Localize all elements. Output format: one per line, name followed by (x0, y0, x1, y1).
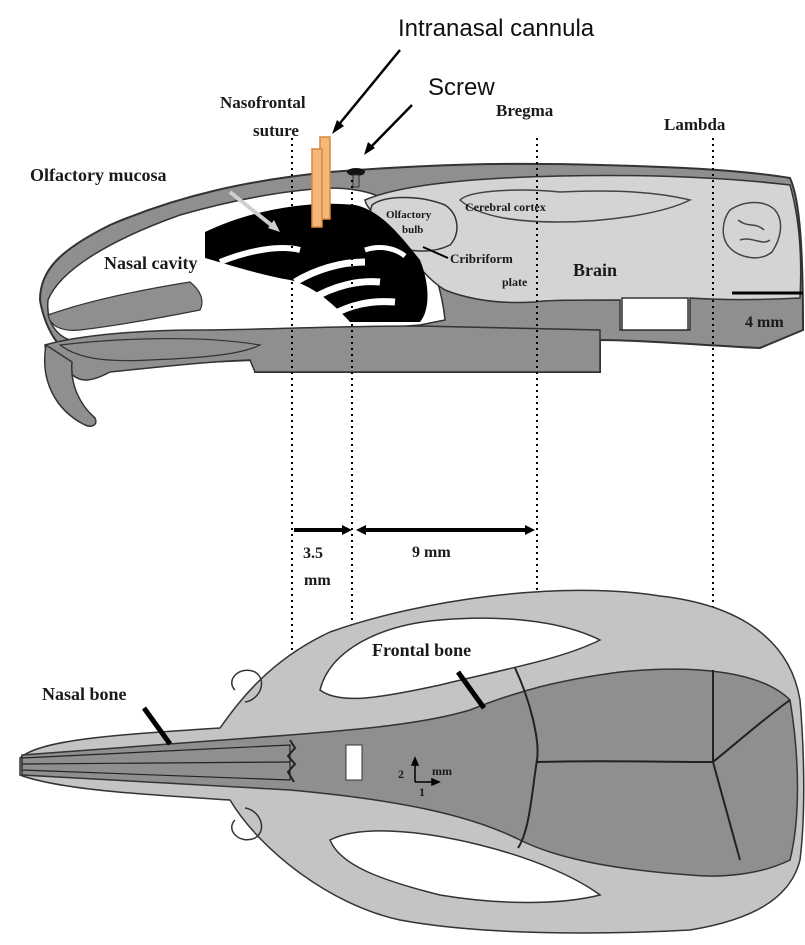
label-lambda: Lambda (664, 115, 726, 134)
label-cribriform-2: plate (502, 275, 528, 289)
label-cerebral-cortex: Cerebral cortex (465, 200, 546, 214)
label-olfactory-bulb-2: bulb (402, 224, 423, 236)
label-bregma: Bregma (496, 101, 554, 120)
label-olfactory-mucosa: Olfactory mucosa (30, 165, 166, 185)
label-axis-mm: mm (432, 764, 452, 778)
sagittal-view (40, 164, 803, 426)
screw-pointer (368, 105, 412, 150)
brain-notch (622, 298, 688, 330)
label-nasofrontal-2: suture (253, 121, 299, 140)
label-screw: Screw (428, 74, 495, 101)
label-9mm: 9 mm (412, 544, 451, 561)
cannula-pointer (336, 50, 400, 128)
intranasal-cannula (312, 137, 330, 227)
label-axis-2: 2 (398, 767, 404, 781)
label-intranasal-cannula: Intranasal cannula (398, 15, 595, 42)
measurement-3-5mm (294, 525, 352, 535)
label-scale-bar: 4 mm (745, 314, 784, 331)
cannula-hole (346, 745, 362, 780)
label-nasal-bone: Nasal bone (42, 684, 127, 704)
label-olfactory-bulb-1: Olfactory (386, 209, 432, 221)
measurement-9mm (356, 525, 535, 535)
label-brain: Brain (573, 260, 617, 280)
label-3-5-1: 3.5 (303, 545, 323, 562)
label-3-5-2: mm (304, 572, 331, 589)
label-nasofrontal-1: Nasofrontal (220, 93, 306, 112)
label-nasal-cavity: Nasal cavity (104, 253, 198, 273)
label-cribriform-1: Cribriform (450, 251, 513, 266)
label-frontal-bone: Frontal bone (372, 640, 471, 660)
label-axis-1: 1 (419, 785, 425, 799)
